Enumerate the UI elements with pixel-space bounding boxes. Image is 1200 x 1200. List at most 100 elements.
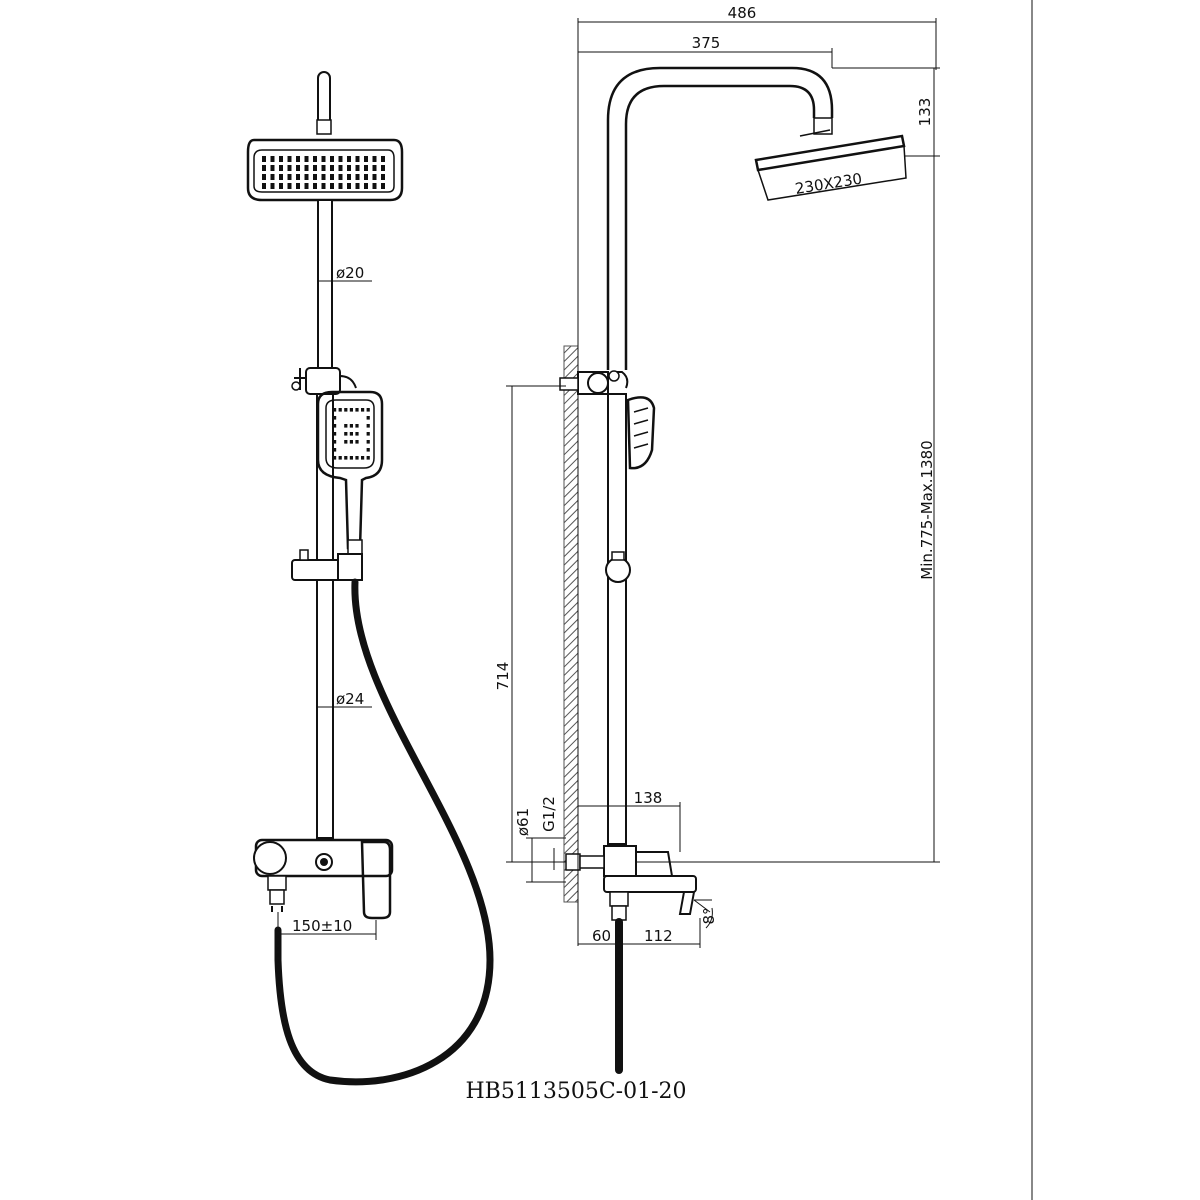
rain-nozzle: [313, 183, 317, 189]
rain-nozzle: [347, 165, 351, 171]
rain-nozzle: [296, 183, 300, 189]
rain-nozzle: [347, 156, 351, 162]
mixer-spacing-dimension: 150±10: [277, 912, 377, 940]
rain-nozzle: [262, 156, 266, 162]
wall-hatch: [563, 345, 579, 903]
hand-nozzle: [366, 456, 370, 460]
head-size-label: 230X230: [794, 170, 864, 198]
front-view: ø20 ø24 150±10: [246, 71, 494, 1086]
rain-nozzle: [321, 156, 326, 162]
hand-nozzle: [338, 408, 342, 412]
rail-diameter-dimension: ø20: [318, 264, 372, 282]
side-riser-and-arm: [606, 66, 834, 370]
rain-nozzle: [279, 165, 283, 171]
rain-nozzle: [287, 174, 292, 180]
hand-nozzle: [333, 408, 337, 412]
hand-nozzle: [333, 432, 337, 436]
hand-nozzle: [333, 456, 337, 460]
spout-length-label: 112: [644, 927, 673, 945]
head-size-dimension: 230X230: [794, 170, 864, 198]
handheld-shower-side: [626, 396, 656, 470]
inlet-thread-label: G1/2: [540, 796, 558, 832]
rain-nozzle: [355, 165, 360, 171]
hand-nozzle: [361, 408, 365, 412]
rain-nozzle: [381, 165, 385, 171]
hand-nozzle: [366, 408, 370, 412]
height-range-label: Min.775-Max.1380: [918, 440, 936, 579]
hand-nozzle: [355, 424, 359, 428]
front-top-connector: [316, 119, 332, 135]
hand-nozzle: [344, 424, 348, 428]
rain-nozzle: [321, 174, 326, 180]
mixer-spacing-label: 150±10: [292, 917, 352, 935]
hand-nozzle: [338, 456, 342, 460]
rain-nozzle: [338, 156, 343, 162]
hand-nozzle: [366, 416, 370, 420]
side-mixer-valve: [565, 845, 697, 921]
hand-nozzle: [355, 432, 359, 436]
hand-nozzle: [333, 424, 337, 428]
front-slide-rail: [317, 199, 333, 371]
wall-offset-dimension: 60: [578, 927, 619, 945]
rain-nozzle: [338, 183, 343, 189]
rain-nozzle: [364, 183, 368, 189]
hand-nozzle: [333, 448, 337, 452]
rail-diameter-label: ø20: [336, 264, 364, 282]
rain-nozzle: [270, 183, 275, 189]
hand-nozzle: [361, 456, 365, 460]
rain-nozzle: [355, 174, 360, 180]
rain-nozzle: [262, 183, 266, 189]
hand-nozzle: [344, 432, 348, 436]
rain-nozzle: [279, 174, 283, 180]
rain-nozzle: [338, 174, 343, 180]
rain-nozzle: [364, 165, 368, 171]
rain-nozzle: [296, 174, 300, 180]
rain-nozzle: [270, 156, 275, 162]
handheld-nozzles: [333, 408, 370, 460]
rain-nozzle: [364, 156, 368, 162]
rain-nozzle: [381, 183, 385, 189]
hand-nozzle: [355, 440, 359, 444]
side-lower-pipe: [607, 393, 627, 845]
rain-nozzle: [287, 156, 292, 162]
overall-reach-label: 486: [728, 4, 757, 22]
front-slide-bracket: [291, 549, 363, 581]
rain-nozzle: [355, 183, 360, 189]
hand-nozzle: [355, 408, 359, 412]
front-diverter-valve: [291, 367, 357, 395]
flange-diameter-label: ø61: [514, 808, 532, 836]
hand-nozzle: [333, 416, 337, 420]
hand-nozzle: [344, 440, 348, 444]
rain-nozzle: [313, 156, 317, 162]
overall-reach-dimension: 486: [578, 4, 937, 70]
rain-nozzle: [381, 174, 385, 180]
rain-nozzle: [279, 156, 283, 162]
handheld-shower-front: [316, 390, 384, 555]
rain-nozzle: [347, 183, 351, 189]
hand-nozzle: [349, 424, 353, 428]
flange-diameter-dimension: ø61: [514, 808, 566, 883]
rain-nozzle: [296, 165, 300, 171]
rain-nozzle: [321, 165, 326, 171]
rain-nozzle: [372, 174, 377, 180]
rain-nozzle: [270, 174, 275, 180]
hand-nozzle: [366, 440, 370, 444]
rain-nozzle: [372, 183, 377, 189]
side-slide-knob: [605, 557, 631, 583]
model-code: HB5113505C-01-20: [465, 1079, 686, 1104]
hand-nozzle: [344, 408, 348, 412]
front-top-stub: [317, 71, 331, 120]
rain-nozzle: [304, 183, 309, 189]
hand-nozzle: [333, 440, 337, 444]
bracket-height-dimension: 714: [494, 385, 566, 863]
hand-nozzle: [366, 448, 370, 452]
rain-nozzle: [304, 174, 309, 180]
rain-nozzle: [313, 174, 317, 180]
hand-nozzle: [349, 456, 353, 460]
hand-nozzle: [344, 456, 348, 460]
rain-nozzle: [330, 156, 334, 162]
rain-nozzle: [321, 183, 326, 189]
rain-nozzle: [347, 174, 351, 180]
front-mixer-valve: [253, 838, 394, 920]
